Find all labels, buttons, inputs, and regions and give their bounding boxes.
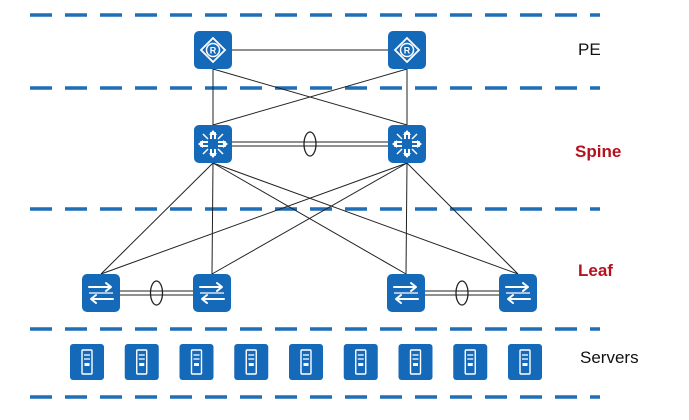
network-link <box>211 162 214 275</box>
server <box>343 344 378 380</box>
server <box>70 344 104 380</box>
server <box>453 344 488 380</box>
leaf-1-device <box>82 274 120 312</box>
leaf-3-device <box>387 274 425 312</box>
leaf-2-device <box>193 274 231 312</box>
layer-label-leaf: Leaf <box>578 261 613 280</box>
core-switch-icon <box>198 130 228 158</box>
layer-label-pe: PE <box>578 40 601 59</box>
server <box>398 344 433 380</box>
link-aggregation <box>425 280 499 306</box>
server <box>508 344 542 380</box>
link-aggregation <box>232 131 388 157</box>
layer-label-spine: Spine <box>575 142 621 161</box>
server-row <box>70 344 542 380</box>
layer-separators <box>30 13 600 399</box>
network-links <box>100 49 519 275</box>
core-switch-icon <box>392 130 422 158</box>
network-link <box>405 162 408 275</box>
network-link <box>212 68 408 126</box>
server-icon <box>409 349 422 375</box>
server <box>289 344 323 380</box>
lag-ellipse-icon <box>303 131 317 157</box>
network-link <box>100 162 214 275</box>
svg-text:R: R <box>404 46 411 56</box>
router-icon: R <box>199 36 227 64</box>
server-icon <box>190 349 203 375</box>
server-icon <box>464 349 476 375</box>
leaf-4-device <box>499 274 537 312</box>
access-switch-icon <box>199 282 225 304</box>
lag-ellipse-icon <box>149 280 164 306</box>
layer-label-servers: Servers <box>580 348 639 367</box>
link-aggregation-groups <box>120 131 499 306</box>
access-switch-icon <box>393 282 419 304</box>
server <box>179 344 214 380</box>
access-switch-icon <box>88 282 114 304</box>
svg-text:R: R <box>210 46 217 56</box>
pe-1-device: R <box>194 31 232 69</box>
server-icon <box>81 349 93 375</box>
link-aggregation <box>120 280 193 306</box>
server <box>234 344 269 380</box>
spine-2-device <box>388 125 426 163</box>
server-icon <box>300 349 312 375</box>
server-icon <box>245 349 257 375</box>
network-link <box>211 162 408 275</box>
server-icon <box>355 349 367 375</box>
access-switch-icon <box>505 282 531 304</box>
pe-2-device: R <box>388 31 426 69</box>
server-icon <box>519 349 531 375</box>
network-link <box>100 162 408 275</box>
network-link <box>212 162 519 275</box>
server <box>124 344 159 380</box>
network-link <box>406 162 519 275</box>
router-icon: R <box>393 36 421 64</box>
server-icon <box>136 349 148 375</box>
spine-1-device <box>194 125 232 163</box>
lag-ellipse-icon <box>455 280 469 306</box>
